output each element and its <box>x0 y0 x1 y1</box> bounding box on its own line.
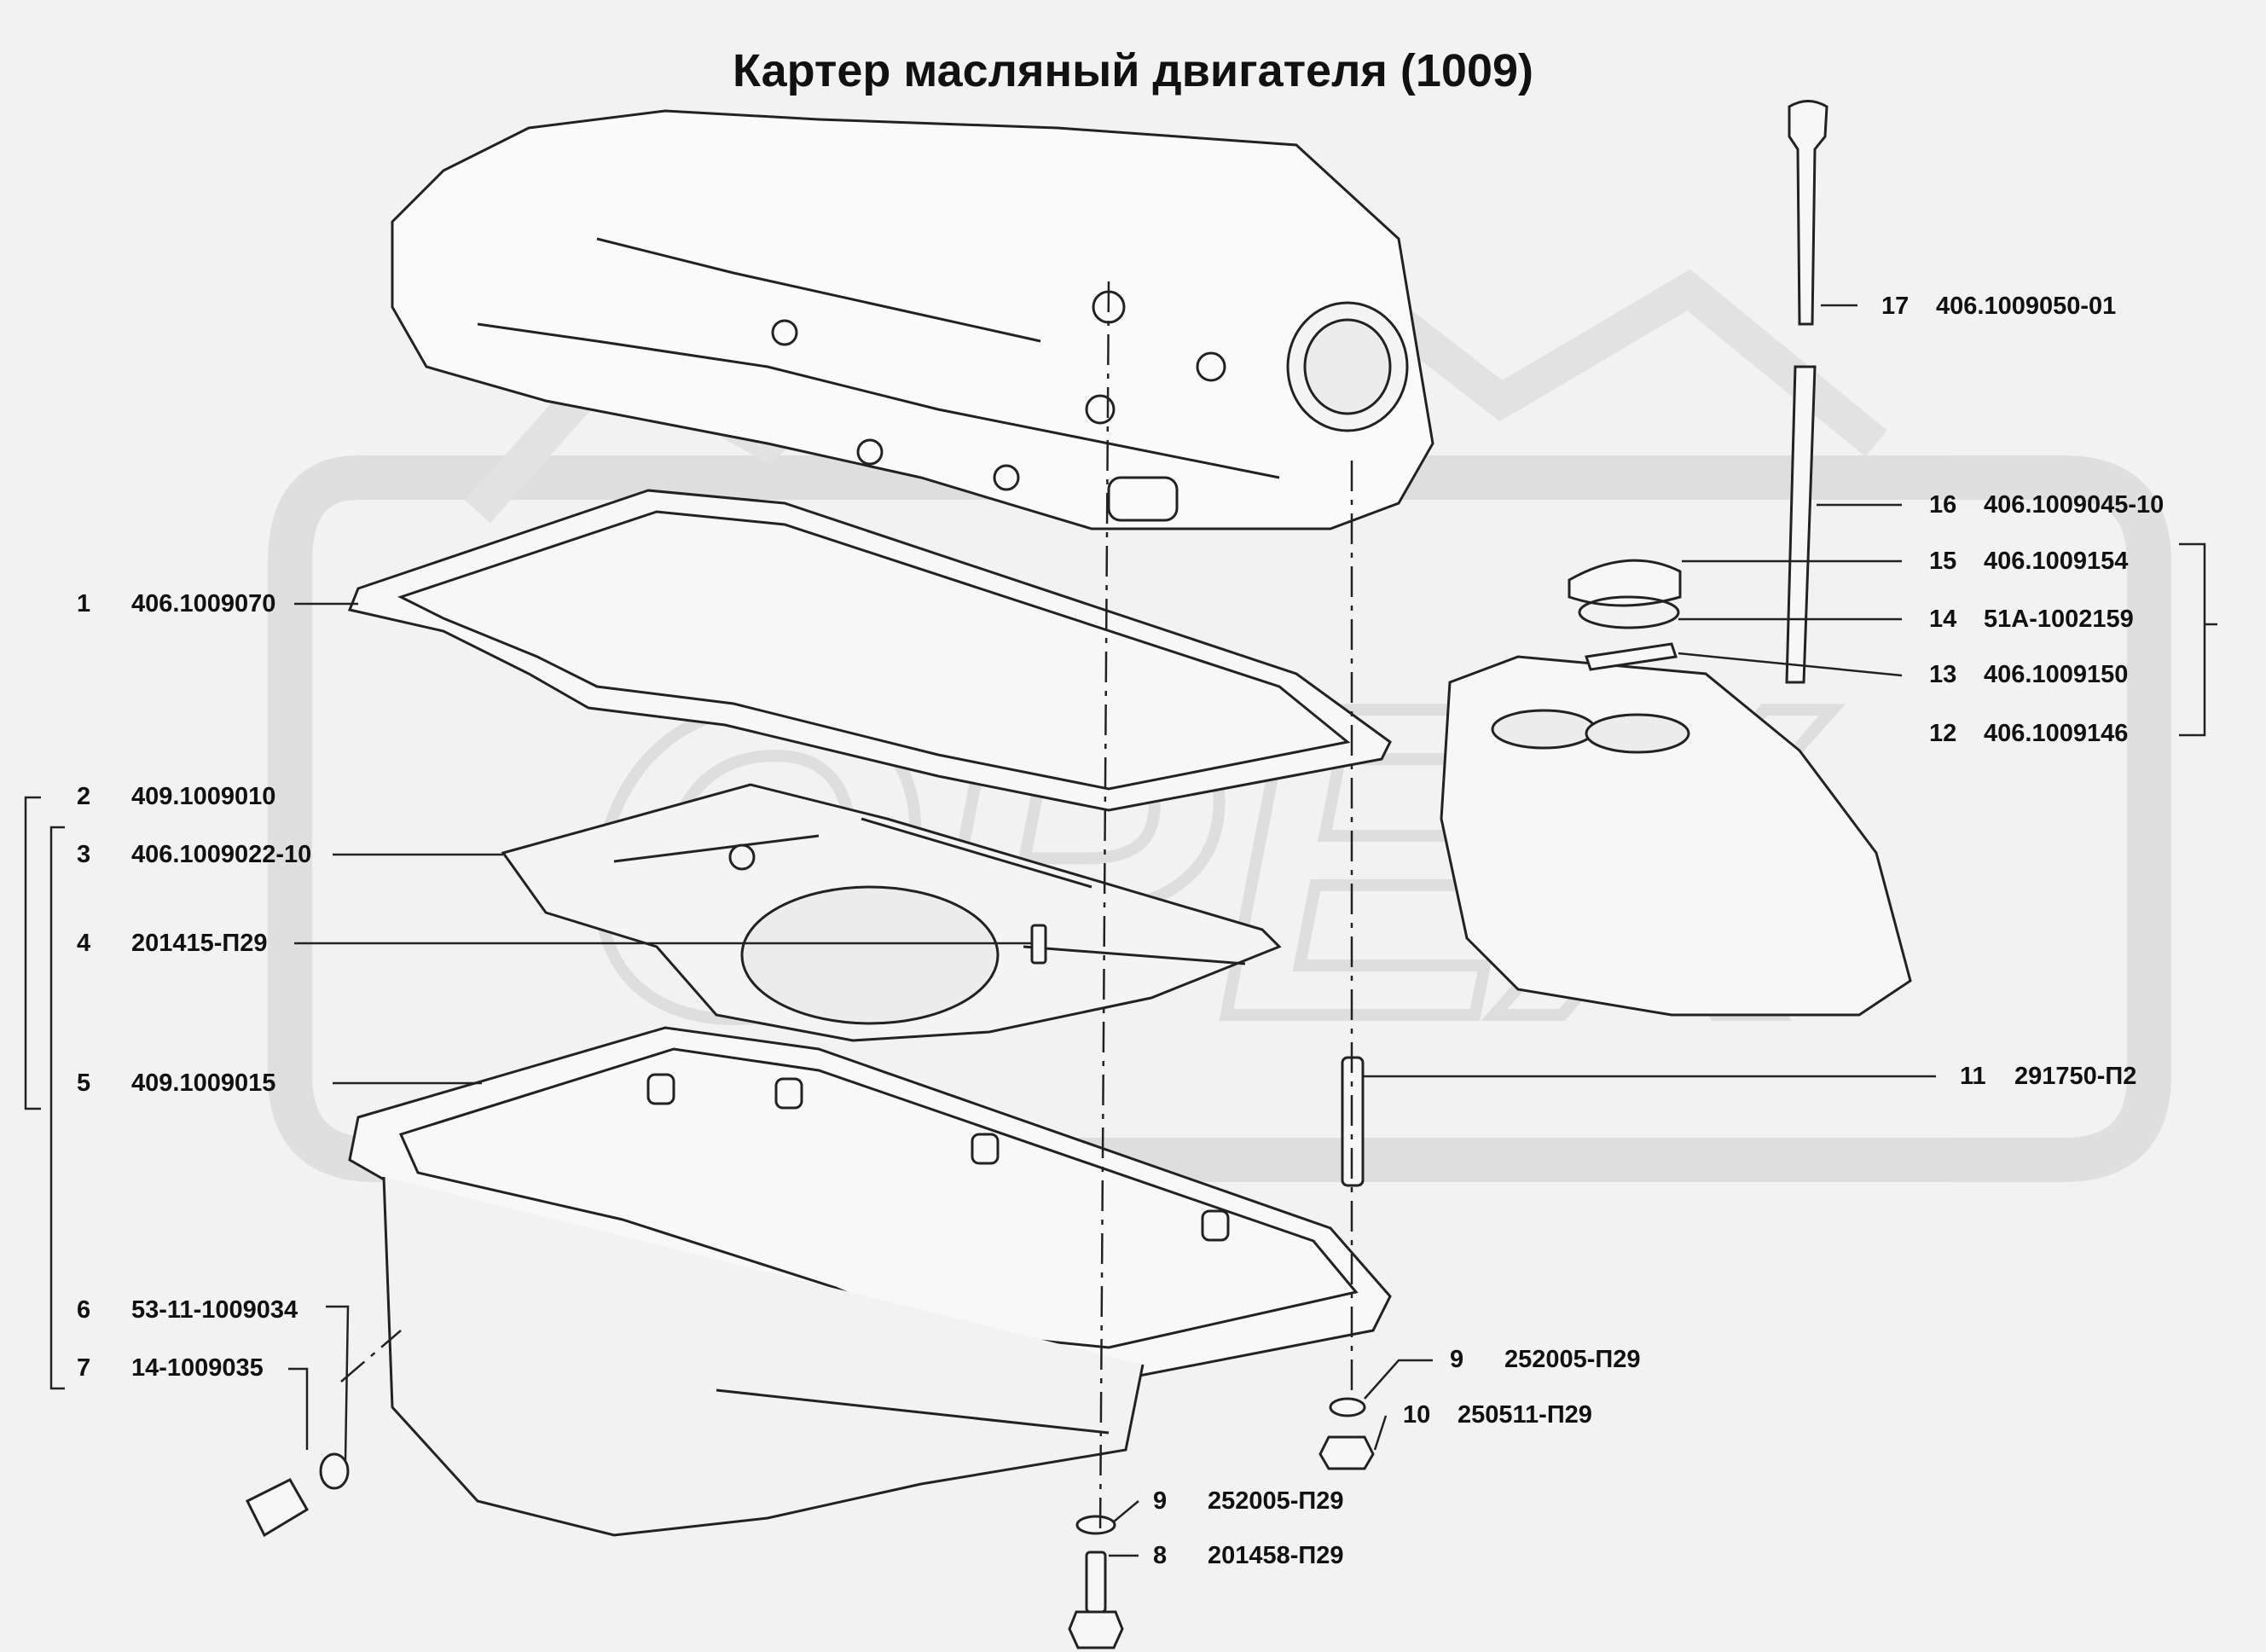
gasket-13 <box>1585 642 1678 671</box>
dipstick <box>1785 100 1828 684</box>
oil-pan-5 <box>348 1026 1392 1537</box>
dipstick-17 <box>1788 100 1828 326</box>
guide-tube-16 <box>1785 365 1817 684</box>
callout-brackets <box>24 542 2217 1390</box>
assembly-axes <box>340 281 1353 1536</box>
leader-lines <box>288 304 1936 1557</box>
bolt-8 <box>1068 1515 1124 1649</box>
bolt-4 <box>1030 924 1047 965</box>
washer-nut-9-10 <box>1318 1397 1375 1470</box>
page-title: Картер масляный двигателя (1009) <box>732 45 1533 96</box>
seal-ring-14 <box>1578 595 1680 629</box>
gasket-1 <box>347 489 1392 812</box>
baffle-plate-3 <box>501 783 1282 1042</box>
filler-neck-assembly <box>1440 559 1912 1017</box>
filler-cap-15 <box>1568 559 1682 607</box>
drain-plug-7 <box>245 1452 350 1538</box>
